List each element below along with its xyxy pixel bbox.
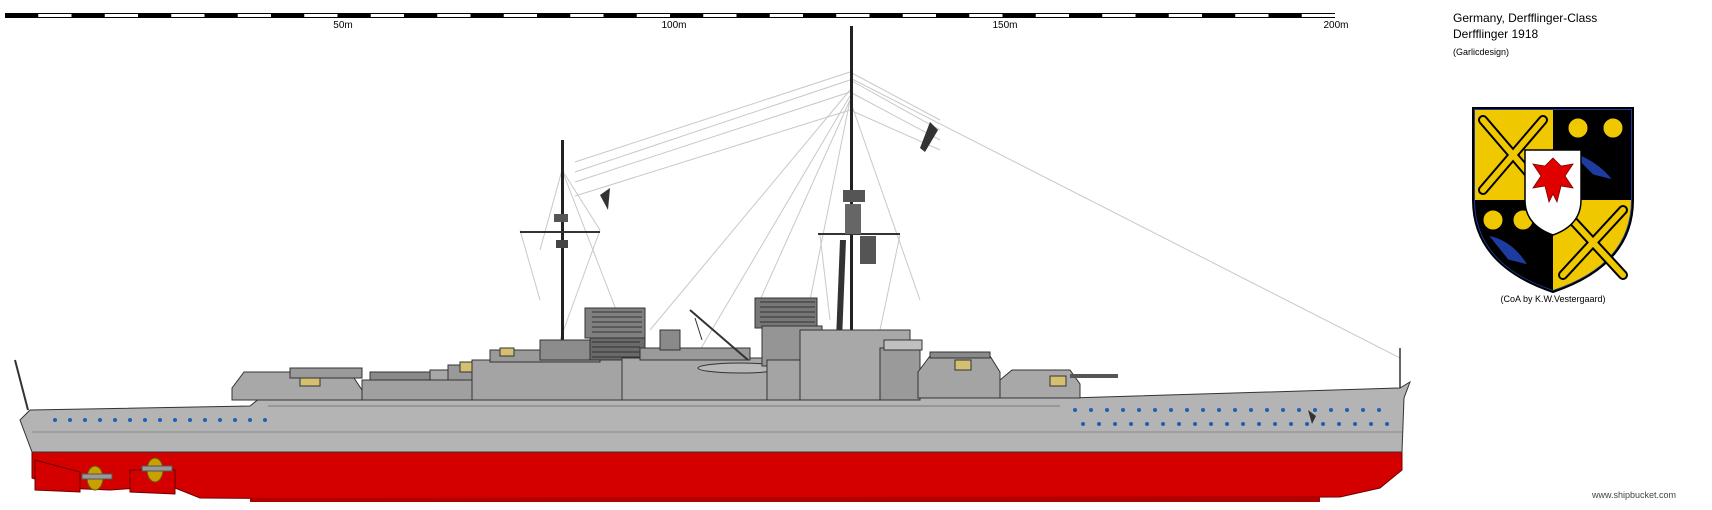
coat-of-arms-credit: (CoA by K.W.Vestergaard): [1500, 294, 1606, 304]
fore-mast: [520, 140, 610, 340]
hull-underwater: [31, 451, 1403, 502]
rigging-lines: [519, 71, 1401, 359]
scale-label-50m: 50m: [333, 20, 353, 31]
scale-bar: [5, 13, 1335, 18]
propellers: [81, 457, 173, 491]
scale-label-150m: 150m: [992, 20, 1018, 31]
funnel-vents: [592, 301, 815, 333]
author-credit: (Garlicdesign): [1453, 47, 1510, 57]
site-watermark: www.shipbucket.com: [1592, 490, 1677, 500]
ship-class-title: Germany, Derfflinger-Class: [1453, 11, 1598, 25]
coat-of-arms-shield: [1472, 107, 1634, 294]
ship-name-title: Derfflinger 1918: [1453, 27, 1539, 41]
scale-label-100m: 100m: [661, 20, 687, 31]
scale-label-200m: 200m: [1323, 20, 1349, 31]
portholes: [53, 408, 1389, 426]
main-mast: [818, 26, 938, 356]
superstructure: [231, 297, 1118, 401]
